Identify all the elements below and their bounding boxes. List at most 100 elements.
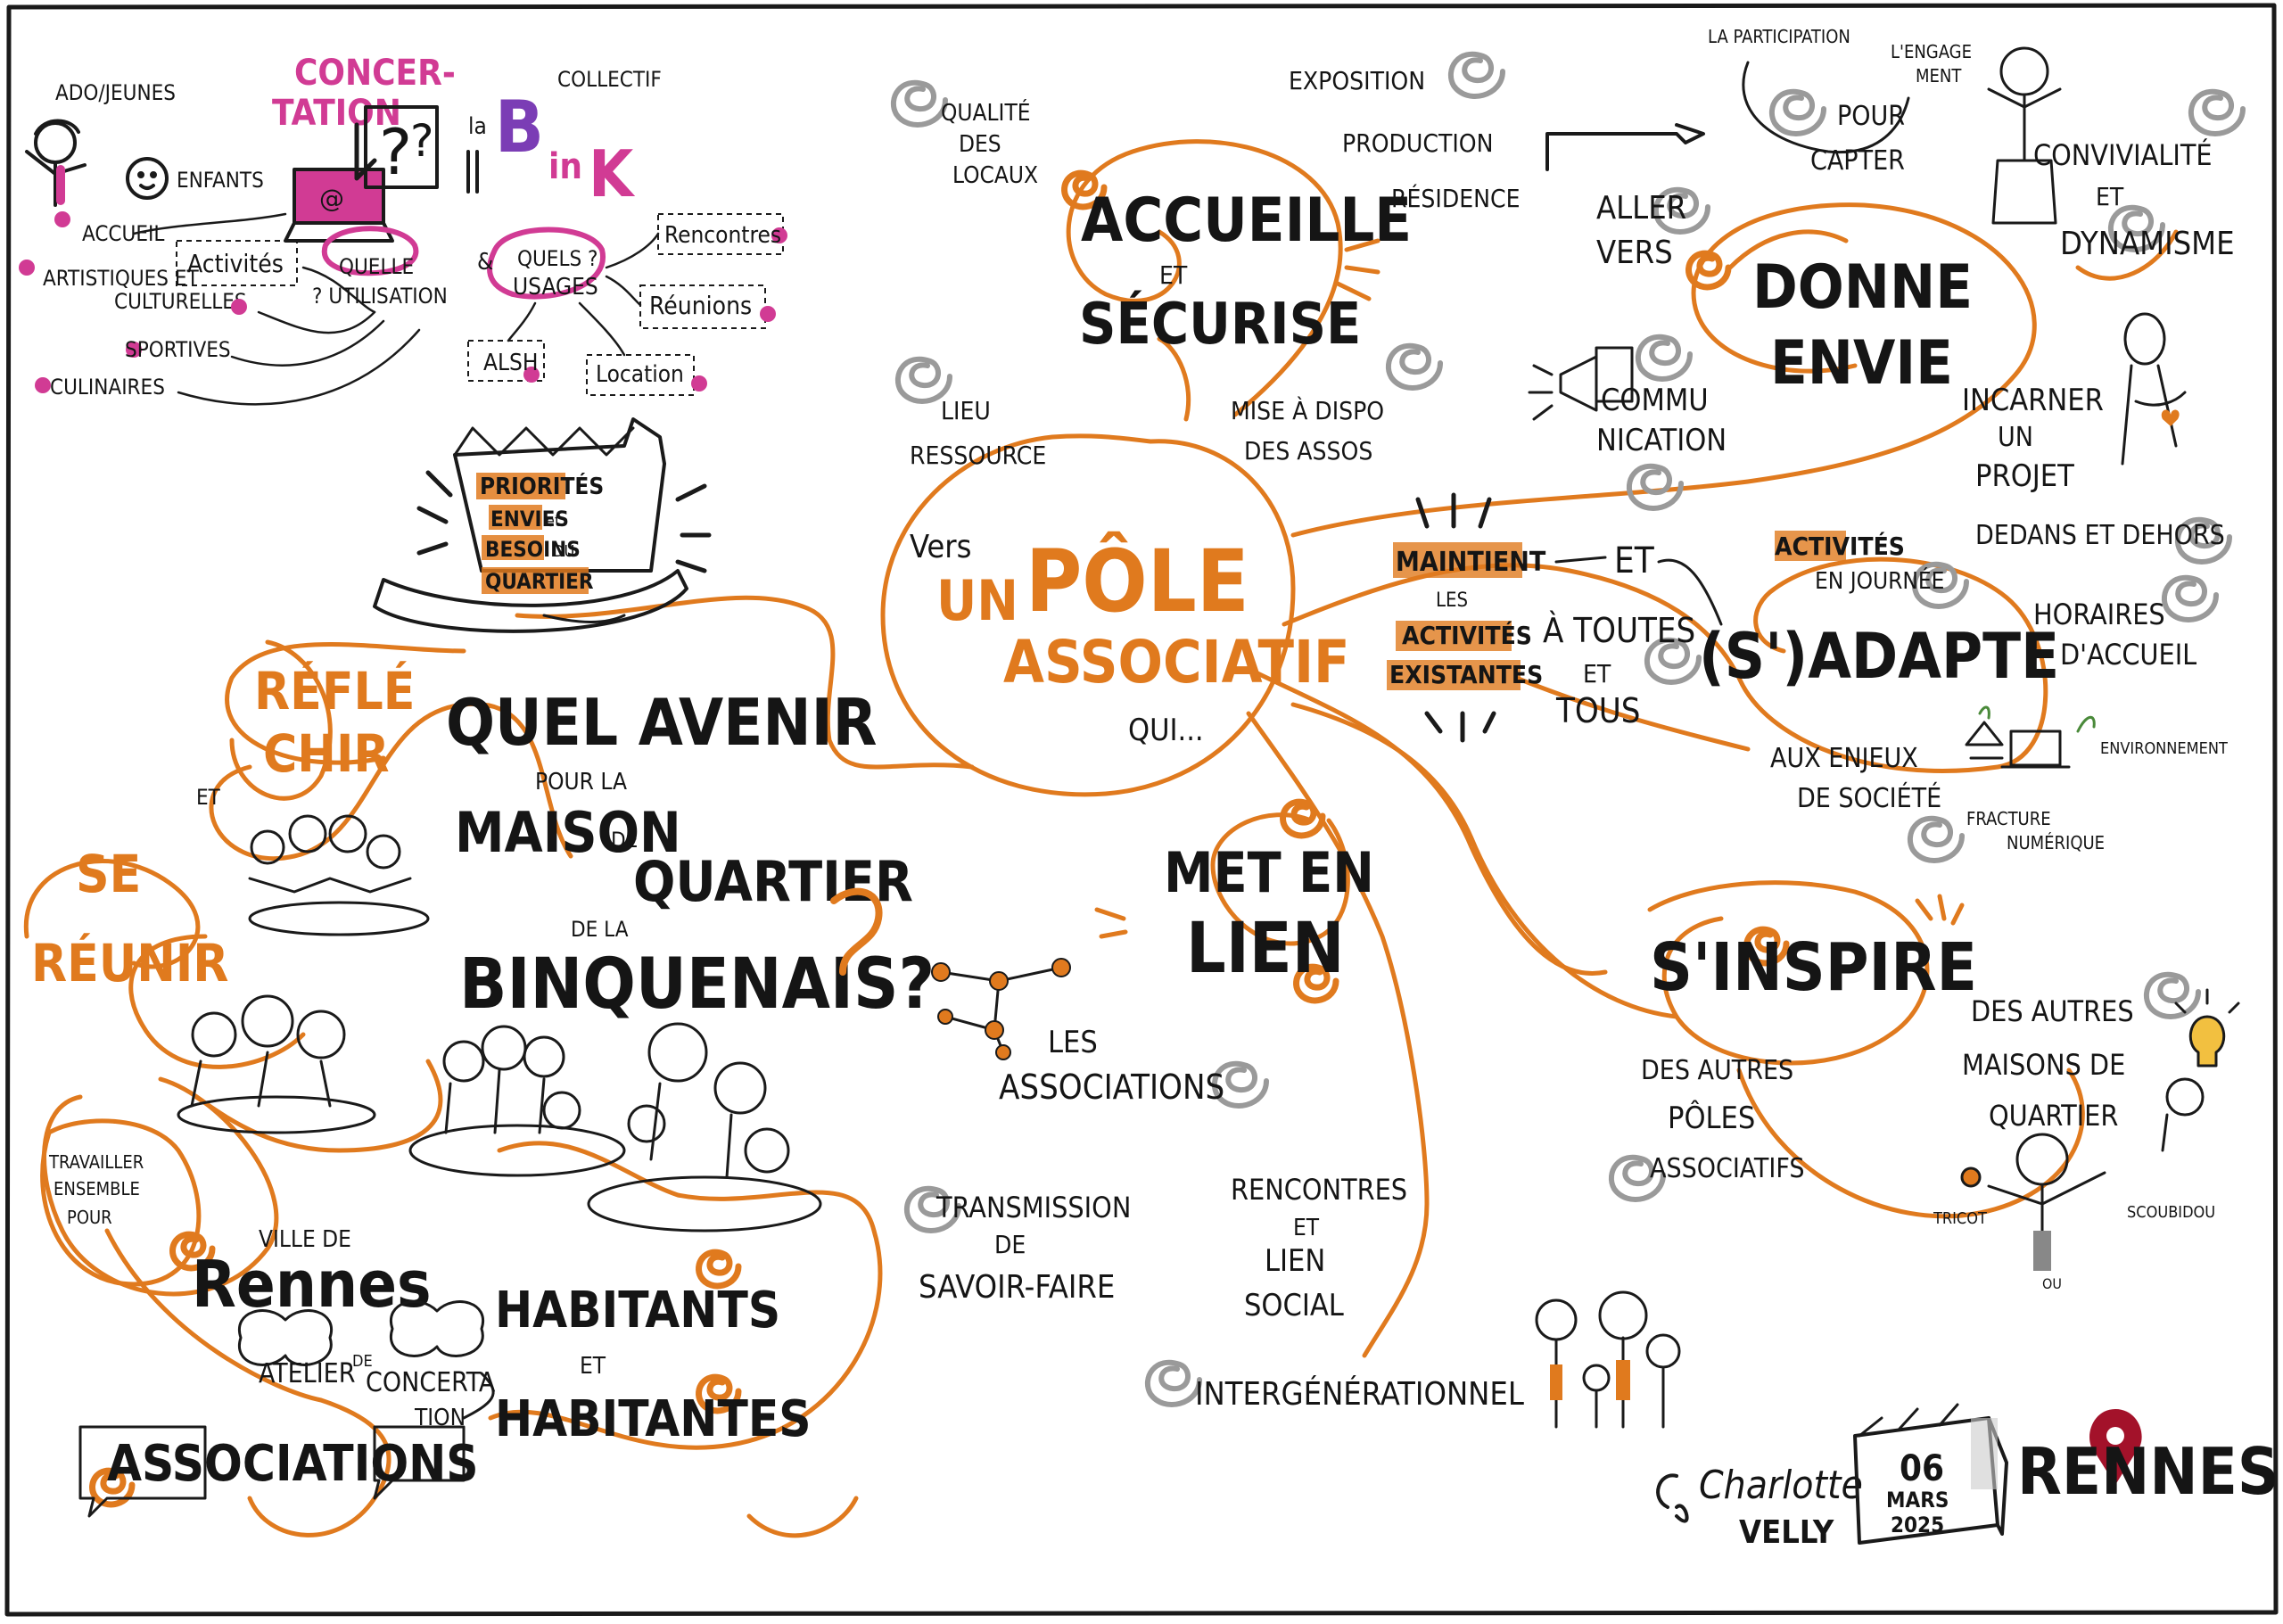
exposition-label: EXPOSITION: [1289, 66, 1425, 95]
adapte-et2-label: ET: [1583, 659, 1611, 688]
adapte-section: MAINTIENT LES ACTIVITÉS EXISTANTES ET À …: [1387, 492, 2228, 853]
se-label: SE: [76, 844, 141, 904]
accueille-emphasis-ticks: [1335, 238, 1381, 301]
engagement-label: L'ENGAGE: [1891, 41, 1972, 62]
calendar-icon: [1853, 1403, 2008, 1545]
partners-section: VILLE DE Rennes ATELIER DE CONCERTA TION…: [78, 1226, 812, 1518]
ville-de-label: VILLE DE: [259, 1226, 351, 1253]
concertation-connector-lines: [132, 212, 421, 406]
en-journee-label: EN JOURNÉE: [1815, 566, 1944, 595]
enfants-label: ENFANTS: [177, 168, 264, 193]
numerique-label: NUMÉRIQUE: [2007, 832, 2105, 853]
date-month: MARS: [1886, 1488, 1949, 1513]
person-heart-icon: [2121, 312, 2187, 466]
quelle-label: QUELLE: [339, 254, 414, 279]
quartier-label: QUARTIER: [485, 569, 594, 594]
adapte-title: (S')ADAPTE: [1699, 620, 2059, 693]
transmission-de-label: DE: [994, 1230, 1026, 1259]
autres-maisons-label: DES AUTRES: [1971, 994, 2134, 1028]
magenta-dot: [35, 377, 51, 393]
securise-title: SÉCURISE: [1079, 290, 1361, 358]
locaux-label: LOCAUX: [952, 162, 1038, 189]
family-figures-icon: [1535, 1290, 1681, 1429]
rencontres-label: Rencontres: [664, 222, 781, 249]
grey-swirls: [890, 51, 2246, 1407]
activites-journee-label: ACTIVITÉS: [1775, 531, 1905, 561]
activites-label: Activités: [187, 249, 284, 278]
enfant-face-icon: [126, 157, 169, 200]
les-label: LES: [1436, 589, 1468, 612]
qualite-label: QUALITÉ: [941, 98, 1031, 127]
habitantes-label: HABITANTES: [495, 1390, 812, 1448]
alsh-label: ALSH: [483, 350, 538, 376]
incarner-label: INCARNER: [1962, 383, 2104, 418]
megaphone-icon: [1528, 346, 1634, 421]
date-day: 06: [1900, 1448, 1944, 1489]
un-label-2: UN: [1998, 422, 2033, 453]
reunions-tag: Réunions: [639, 284, 776, 329]
inspire-title: S'INSPIRE: [1650, 929, 1977, 1006]
pour-label: POUR: [67, 1207, 112, 1228]
vers-label: Vers: [910, 529, 971, 565]
date-year: 2025: [1891, 1513, 1944, 1537]
priorites-et: et: [546, 512, 560, 531]
concerta-label: CONCERTA: [366, 1367, 496, 1398]
magenta-dot: [126, 342, 142, 358]
logo-b: B: [495, 86, 544, 169]
magenta-dot: [19, 260, 35, 276]
dynamisme-label: DYNAMISME: [2060, 226, 2235, 262]
highlight: [1775, 531, 1846, 561]
binquenais-title: BINQUENAIS?: [459, 944, 935, 1025]
savoir-faire-label: SAVOIR-FAIRE: [919, 1269, 1115, 1306]
de-la-label: DE LA: [571, 917, 629, 942]
capter-label: CAPTER: [1810, 145, 1905, 177]
donne-envie-section: LA PARTICIPATION L'ENGAGE MENT POUR CAPT…: [1528, 26, 2235, 494]
atelier-label: ATELIER: [259, 1358, 355, 1389]
autres-poles-label: DES AUTRES: [1641, 1055, 1793, 1086]
tous-label: TOUS: [1555, 691, 1641, 730]
priorites-basket: PRIORITÉS ENVIES et BESOINS DU QUARTIER: [373, 417, 712, 633]
maisons-de-label: MAISONS DE: [1962, 1048, 2125, 1082]
concertation-title-line2: TATION: [272, 93, 401, 134]
cheering-figure-icon: [1987, 46, 2062, 225]
network-nodes-icon: [931, 958, 1071, 1060]
maintient-label: MAINTIENT: [1396, 547, 1546, 578]
svg-text:?: ?: [379, 116, 412, 189]
lien-associations-label: ASSOCIATIONS: [999, 1068, 1224, 1107]
et-label: ET: [196, 785, 221, 810]
met-en-title: MET EN: [1164, 840, 1374, 905]
group-people-icon: [248, 814, 430, 936]
transmission-label: TRANSMISSION: [935, 1191, 1131, 1224]
envies-label: ENVIES: [490, 507, 569, 532]
chir-label: CHIR: [263, 723, 390, 784]
emphasis-ticks: [416, 470, 712, 573]
board-frame: [4, 3, 2279, 1617]
lien-social-label-1: LIEN: [1265, 1243, 1325, 1279]
group-people-icon-2: [408, 1025, 626, 1177]
laptop-icon: @: [284, 168, 394, 243]
culinaires-label: CULINAIRES: [50, 375, 165, 400]
pour-la-label: POUR LA: [535, 769, 627, 796]
quelle-utilisation-bubble: QUELLE ? UTILISATION: [312, 226, 448, 309]
pour-label: POUR: [1837, 101, 1905, 132]
associatifs-label: ASSOCIATIFS: [1650, 1153, 1804, 1184]
svg-text:?: ?: [410, 115, 434, 167]
sportives-label: SPORTIVES: [125, 337, 231, 362]
des-assos-label: DES ASSOS: [1244, 436, 1372, 466]
speech-bubbles-icon: [78, 1300, 495, 1518]
associatif-title: ASSOCIATIF: [1003, 628, 1350, 697]
rennes-partner-logo: Rennes: [192, 1247, 432, 1322]
concertation-bracket: [354, 122, 377, 181]
maintient-emphasis-ticks: [1415, 492, 1496, 743]
capter-hand-line: [1742, 61, 1910, 154]
scoubidou-label: SCOUBIDOU: [2127, 1203, 2215, 1222]
un-label: UN: [936, 568, 1018, 633]
fracture-label: FRACTURE: [1966, 808, 2051, 829]
signature-block: Charlotte VELLY 06 MARS 2025 RENNES: [1656, 1403, 2279, 1551]
svg-text:@: @: [319, 184, 344, 213]
binquenais-collectif-logo: B in K: [466, 86, 636, 211]
dedans-dehors-label: DEDANS ET DEHORS: [1975, 520, 2225, 551]
quels-usages-bubble: QUELS ? USAGES &: [477, 227, 606, 301]
lien-title: LIEN: [1186, 909, 1344, 989]
